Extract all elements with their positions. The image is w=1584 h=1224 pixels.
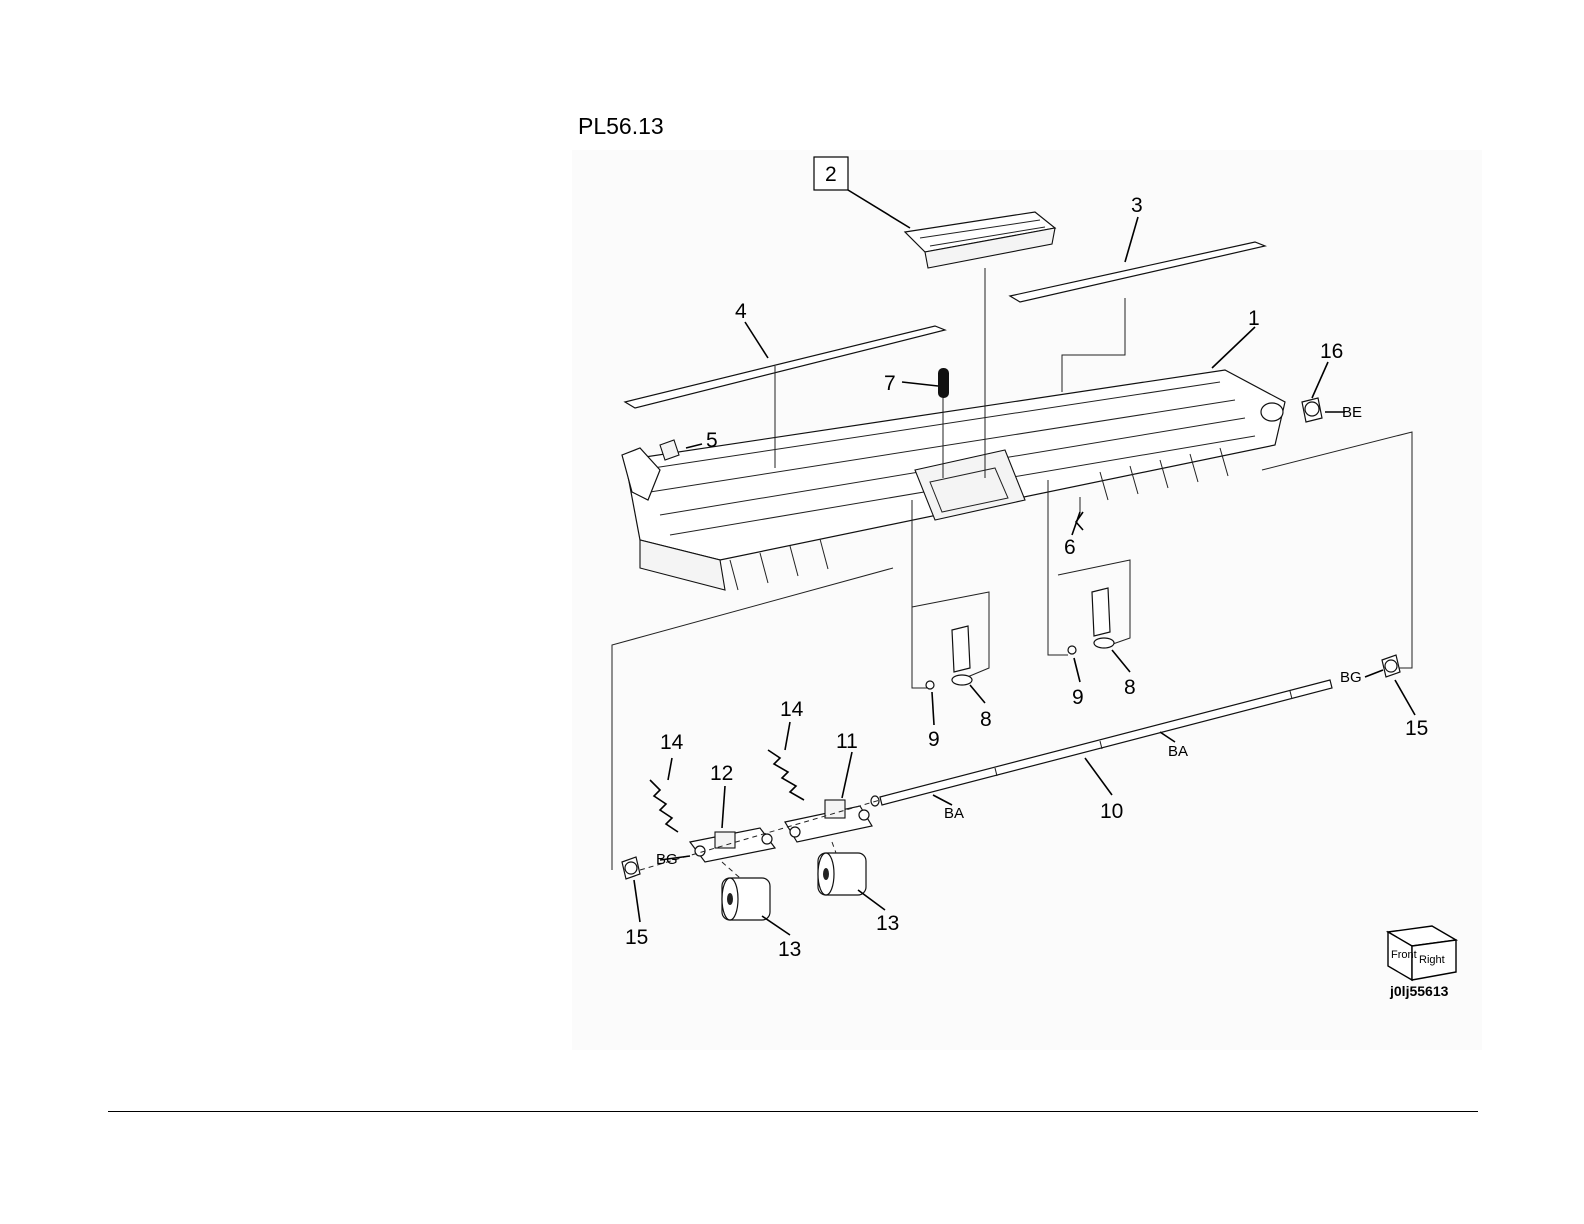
figure-id: j0lj55613 [1389, 983, 1449, 999]
part-13-roller-left [722, 878, 770, 920]
part-7-pin [938, 368, 949, 398]
part-8-lever-center [952, 626, 972, 685]
callout-12: 12 [710, 762, 733, 785]
drawing-area [572, 150, 1482, 1050]
callout-2: 2 [825, 163, 837, 186]
mark-be: BE [1342, 404, 1362, 421]
callout-14-left: 14 [660, 731, 684, 754]
callout-8-right: 8 [1124, 676, 1136, 699]
mark-ba-left: BA [944, 805, 964, 822]
callout-9-right: 9 [1072, 686, 1084, 709]
orientation-cube: Front Right [1388, 926, 1456, 980]
cube-right-label: Right [1419, 954, 1445, 966]
callout-14-right: 14 [780, 698, 804, 721]
callout-5: 5 [706, 429, 718, 452]
callout-11: 11 [836, 730, 858, 753]
callout-15-right: 15 [1405, 717, 1428, 740]
part-9-ring-center [926, 681, 934, 689]
cube-front-label: Front [1391, 949, 1417, 961]
callout-1: 1 [1248, 307, 1260, 330]
callout-13-left: 13 [778, 938, 801, 961]
part-9-ring-right [1068, 646, 1076, 654]
mark-bg-right: BG [1340, 669, 1362, 686]
plate-title: PL56.13 [578, 113, 664, 139]
callout-16: 16 [1320, 340, 1343, 363]
callout-7: 7 [884, 372, 896, 395]
mark-bg-left: BG [656, 851, 678, 868]
callout-9-center: 9 [928, 728, 940, 751]
page-footer-rule [108, 1111, 1478, 1112]
callout-15-left: 15 [625, 926, 648, 949]
callout-4: 4 [735, 300, 747, 323]
part-16-bearing [1302, 398, 1322, 422]
callout-6: 6 [1064, 536, 1076, 559]
part-13-roller-right [818, 853, 866, 895]
mark-ba-right: BA [1168, 743, 1188, 760]
callout-10: 10 [1100, 800, 1123, 823]
callout-8-center: 8 [980, 708, 992, 731]
callout-3: 3 [1131, 194, 1143, 217]
callout-13-right: 13 [876, 912, 899, 935]
